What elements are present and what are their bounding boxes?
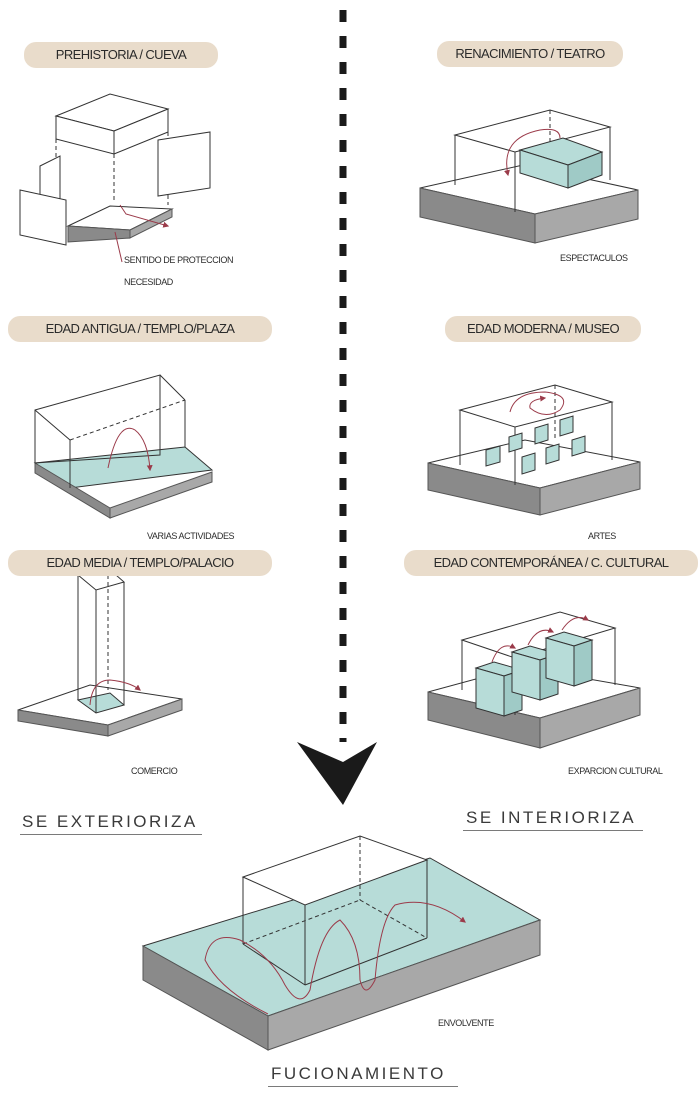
note-artes: ARTES: [588, 531, 616, 541]
underline-fucionamiento: [268, 1086, 458, 1087]
diagram-antigua: [35, 375, 212, 518]
note-comercio: COMERCIO: [131, 766, 178, 776]
underline-se-exterioriza: [20, 834, 202, 835]
diagram-media: [18, 568, 182, 736]
label-se-exterioriza: SE EXTERIORIZA: [22, 812, 198, 831]
era-title-prehistoria: PREHISTORIA / CUEVA: [24, 42, 218, 68]
era-title-moderna: EDAD MODERNA / MUSEO: [445, 316, 641, 342]
note-sentido-proteccion: SENTIDO DE PROTECCION: [124, 255, 234, 265]
label-se-interioriza: SE INTERIORIZA: [466, 808, 637, 827]
diagram-contemporanea: [428, 612, 640, 748]
note-espectaculos: ESPECTACULOS: [560, 253, 628, 263]
note-exparcion-cultural: EXPARCION CULTURAL: [568, 766, 663, 776]
era-title-media: EDAD MEDIA / TEMPLO/PALACIO: [8, 550, 272, 576]
era-title-antigua: EDAD ANTIGUA / TEMPLO/PLAZA: [8, 316, 272, 342]
underline-se-interioriza: [463, 830, 643, 831]
era-title-renacimiento: RENACIMIENTO / TEATRO: [437, 41, 623, 67]
note-envolvente: ENVOLVENTE: [438, 1018, 494, 1028]
note-necesidad: NECESIDAD: [124, 277, 173, 287]
diagram-renacimiento: [420, 110, 638, 243]
era-title-contemporanea: EDAD CONTEMPORÁNEA / C. CULTURAL: [404, 550, 698, 576]
label-fucionamiento: FUCIONAMIENTO: [271, 1064, 446, 1083]
note-varias-actividades: VARIAS ACTIVIDADES: [147, 531, 235, 541]
diagram-prehistoria: [20, 94, 210, 262]
arrowhead-icon: [297, 742, 377, 805]
diagram-fucionamiento: [143, 836, 540, 1050]
diagram-moderna: [428, 385, 640, 515]
central-dashed-arrow: [297, 10, 377, 805]
